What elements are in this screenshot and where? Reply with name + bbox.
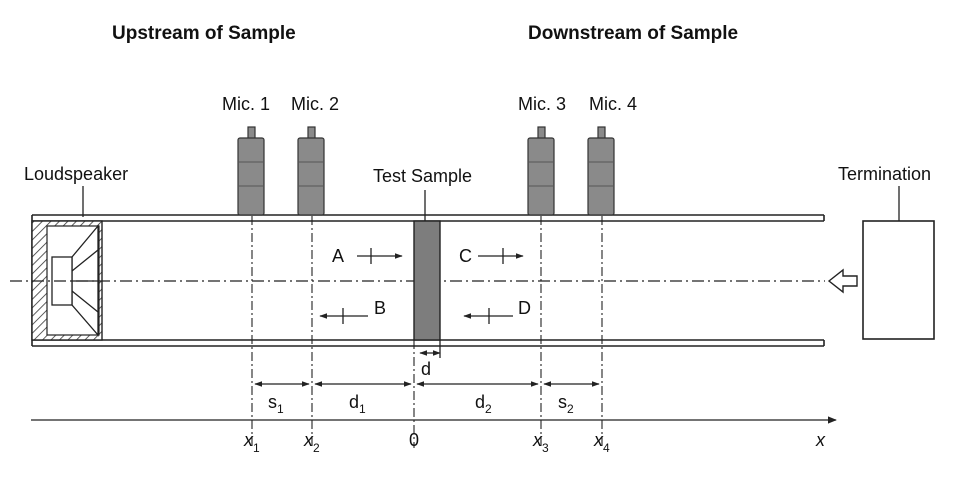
test-sample-label: Test Sample [373, 166, 472, 186]
termination-box [862, 220, 935, 340]
test-sample [413, 220, 441, 341]
sample-thickness-label: d [421, 359, 431, 379]
mic1-label: Mic. 1 [222, 94, 270, 114]
upstream-header: Upstream of Sample [112, 23, 296, 44]
sample-thickness-dimension [419, 340, 441, 358]
mic2-label: Mic. 2 [291, 94, 339, 114]
s1-label: s1 [268, 392, 284, 416]
d1-label-sub: 1 [359, 402, 366, 416]
x1-tick-label: x1 [243, 430, 260, 455]
downstream-header: Downstream of Sample [528, 23, 738, 44]
x3-tick-base: x [532, 430, 543, 450]
wave-a-label: A [332, 246, 344, 266]
x1-tick-sub: 1 [253, 441, 260, 455]
termination-arrow-icon [827, 268, 858, 294]
s1-label-sub: 1 [277, 402, 284, 416]
x3-tick-label: x3 [532, 430, 549, 455]
mic4-label: Mic. 4 [589, 94, 637, 114]
mic3-label: Mic. 3 [518, 94, 566, 114]
zero-tick-label: 0 [409, 430, 419, 450]
s1-label-base: s [268, 392, 277, 412]
mic2-icon [297, 126, 325, 216]
s2-label-sub: 2 [567, 402, 574, 416]
mic3-icon [527, 126, 555, 216]
d1-label: d1 [349, 392, 366, 416]
wave-c-arrow [478, 248, 524, 264]
x4-tick-label: x4 [593, 430, 610, 455]
s2-label-base: s [558, 392, 567, 412]
x2-tick-label: x2 [303, 430, 320, 455]
x4-tick-base: x [593, 430, 604, 450]
loudspeaker-label: Loudspeaker [24, 164, 128, 184]
x1-tick-base: x [243, 430, 254, 450]
wave-d-arrow [463, 308, 513, 324]
mic1-icon [237, 126, 265, 216]
s2-label: s2 [558, 392, 574, 416]
wave-b-label: B [374, 298, 386, 318]
termination-label: Termination [838, 164, 931, 184]
mic4-icon [587, 126, 615, 216]
d2-label-sub: 2 [485, 402, 492, 416]
wave-c-label: C [459, 246, 472, 266]
x2-tick-base: x [303, 430, 314, 450]
wave-a-arrow [357, 248, 403, 264]
x4-tick-sub: 4 [603, 441, 610, 455]
d2-label-base: d [475, 392, 485, 412]
wave-b-arrow [319, 308, 368, 324]
wave-d-label: D [518, 298, 531, 318]
x3-tick-sub: 3 [542, 441, 549, 455]
d1-label-base: d [349, 392, 359, 412]
x2-tick-sub: 2 [313, 441, 320, 455]
d2-label: d2 [475, 392, 492, 416]
x-axis-label: x [815, 430, 826, 450]
